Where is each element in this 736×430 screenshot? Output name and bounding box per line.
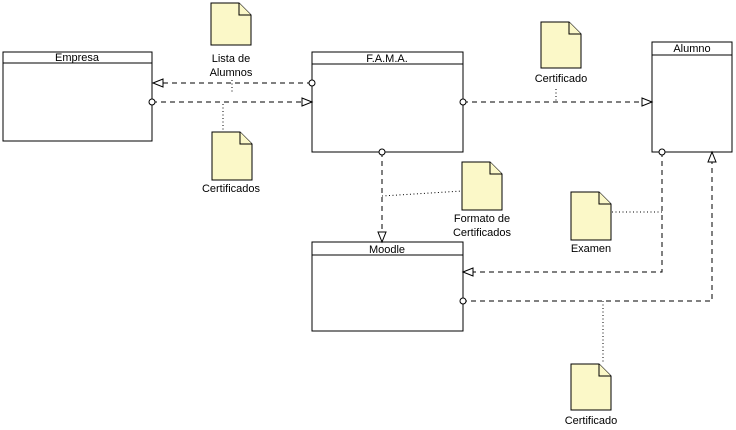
flow-alumno-to-moodle [473,152,663,273]
port-empresa-right [148,98,156,106]
note-examen-line-1: Examen [571,243,611,255]
box-moodle-title: Moodle [369,244,405,256]
note-certificado-moodle-line-1: Certificado [565,415,618,427]
ports [148,79,666,305]
arrowheads [151,78,717,277]
note-certificados-empresa: Certificados [202,131,261,195]
box-empresa-title: Empresa [55,52,100,64]
port-fama-left [308,79,316,87]
note-certificado-alumno-line-1: Certificado [535,73,588,85]
port-fama-right [459,98,467,106]
box-fama-title: F.A.M.A. [366,53,408,65]
arrowhead-to-alumno [641,97,654,107]
box-empresa: Empresa [2,51,153,142]
arrowhead-to-empresa [151,78,164,88]
port-moodle-right [459,297,467,305]
box-fama: F.A.M.A. [311,51,464,153]
note-certificados-empresa-line-1: Certificados [202,183,261,195]
box-alumno-title: Alumno [673,43,710,55]
note-certificado-alumno: Certificado [535,21,588,85]
flows [152,82,713,302]
port-alumno-bottom [658,148,666,156]
note-lista-alumnos-line-2: Alumnos [210,67,253,79]
note-links [222,80,662,364]
note-certificado-moodle: Certificado [565,363,618,427]
note-formato-certificados: Formato de Certificados [453,161,512,239]
note-lista-alumnos: Lista de Alumnos [210,2,253,79]
box-alumno: Alumno [651,41,733,153]
port-fama-bottom [378,148,386,156]
note-link-formato-certificados [381,190,463,197]
note-formato-certificados-line-2: Certificados [453,227,512,239]
note-formato-certificados-line-1: Formato de [454,213,510,225]
note-examen: Examen [570,191,612,255]
arrowhead-to-alumno-bottom [707,150,717,163]
arrowhead-to-moodle-top [377,231,387,244]
box-moodle: Moodle [311,241,464,332]
note-lista-alumnos-line-1: Lista de [212,53,251,65]
arrowhead-to-moodle-right [461,267,474,277]
arrowhead-to-fama [301,97,314,107]
flow-moodle-to-alumno [462,162,713,302]
